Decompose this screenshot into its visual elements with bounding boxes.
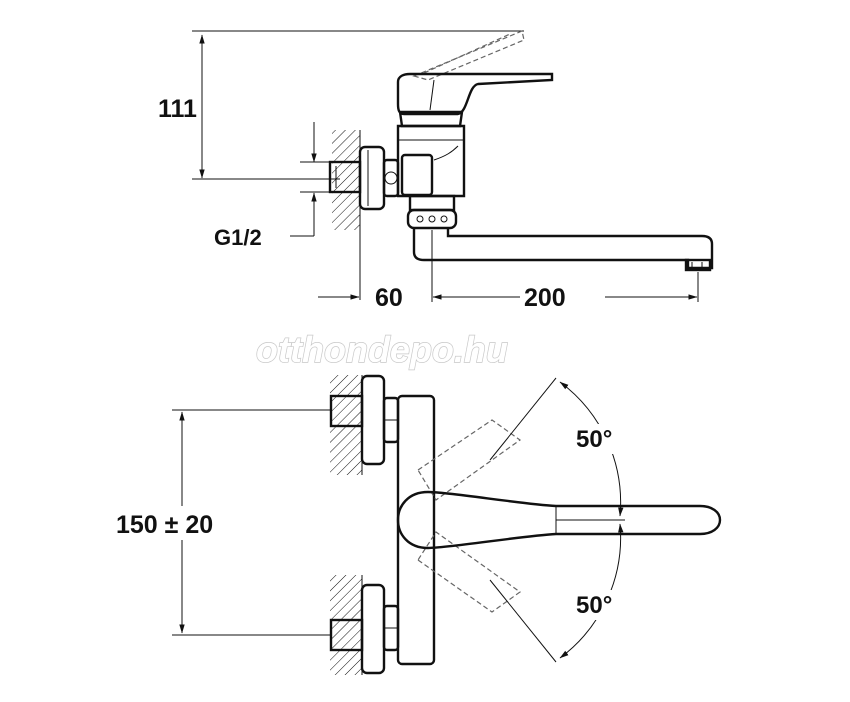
side-view: 111 G1/2 [158,30,714,312]
aerator [684,258,712,272]
centre-distance-label: 150 ± 20 [116,511,213,539]
lever-dashed-up [417,419,522,501]
wall-offset-label: 60 [375,284,403,312]
spout-length-label: 200 [524,284,566,312]
watermark-text: otthondepo.hu [256,329,508,370]
lever-handle [396,72,554,116]
swivel-nut [408,194,456,212]
angle-up-label: 50° [576,426,612,453]
thread-label: G1/2 [214,225,262,250]
lever-dashed-down [417,531,522,613]
cartridge-cap [398,110,464,128]
lower-escutcheon [360,583,386,675]
height-label: 111 [158,95,197,123]
upper-escutcheon [360,374,386,466]
front-view: 150 ± 20 50° 50° [112,374,722,675]
spout [412,228,714,270]
lever-dashed-outline [412,30,525,81]
front-lever [396,490,722,550]
wall-hatch-top [332,130,360,230]
angle-down-label: 50° [576,592,612,619]
wall-hatch-lower [330,575,362,675]
escutcheon-flange [358,145,386,211]
front-mixer-body [396,394,436,666]
